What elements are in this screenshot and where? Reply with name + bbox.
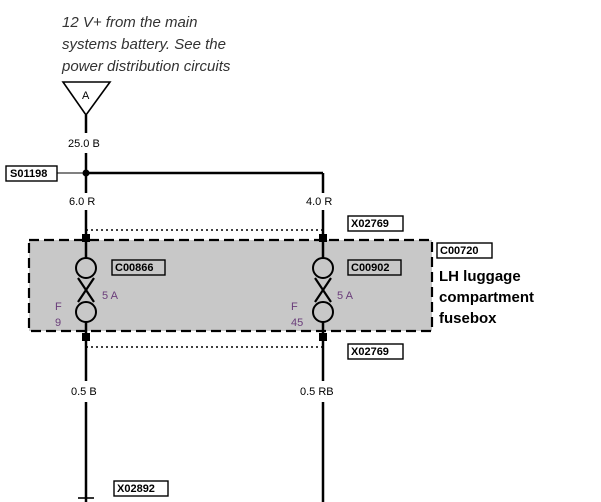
fuse-right-rating: 5 A — [337, 290, 354, 302]
fusebox-title-line-1: LH luggage — [439, 268, 521, 285]
fuse-left-prefix: F — [55, 301, 62, 313]
note-line-3: power distribution circuits — [61, 58, 231, 75]
fuse-right[interactable] — [312, 234, 334, 341]
x-bottom-tag-box — [347, 343, 404, 360]
fuse-left-bottom-circle — [75, 301, 97, 323]
fuse-right-prefix: F — [291, 301, 298, 313]
note-line-2: systems battery. See the — [62, 36, 226, 53]
fuse-right-bottom-pin — [319, 333, 327, 341]
c-left-tag: C00866 — [115, 262, 154, 274]
fuse-right-top-pin — [319, 234, 327, 242]
c-right-tag-box — [347, 259, 402, 276]
fuse-right-bottom-circle — [312, 301, 334, 323]
fuse-left[interactable] — [75, 234, 97, 341]
fuse-left-top-pin — [82, 234, 90, 242]
connector-a-triangle — [61, 81, 112, 117]
x-top-tag-box — [347, 215, 404, 232]
fuse-left-bottom-pin — [82, 333, 90, 341]
note-line-1: 12 V+ from the main — [62, 14, 197, 31]
fusebox-title-line-3: fusebox — [439, 310, 497, 327]
wire-main-label: 25.0 B — [68, 138, 100, 150]
wire-left-top-label: 6.0 R — [69, 196, 95, 208]
connector-a-label: A — [82, 90, 90, 102]
c-fusebox-tag-box — [436, 242, 493, 259]
connector-a[interactable]: A — [61, 81, 112, 117]
wire-right-bottom-label: 0.5 RB — [300, 386, 334, 398]
x-left-bottom-tag-box — [113, 480, 169, 497]
fuse-left-number: 9 — [55, 317, 61, 329]
c-left-tag-box — [111, 259, 166, 276]
wire-right-top-label: 4.0 R — [306, 196, 332, 208]
splice-tag: S01198 — [10, 168, 47, 180]
source-note: 12 V+ from the main systems battery. See… — [61, 14, 231, 75]
fuse-left-rating: 5 A — [102, 290, 119, 302]
x-left-bottom-tag: X02892 — [117, 483, 155, 495]
fuse-right-top-circle — [312, 257, 334, 279]
c-fusebox-tag: C00720 — [440, 245, 479, 257]
fuse-right-element — [314, 277, 332, 303]
x-bottom-tag: X02769 — [351, 346, 389, 358]
fuse-left-top-circle — [75, 257, 97, 279]
fuse-right-number: 45 — [291, 317, 303, 329]
wire-left-bottom-label: 0.5 B — [71, 386, 97, 398]
fusebox-title-line-2: compartment — [439, 289, 534, 306]
fuse-left-element — [77, 277, 95, 303]
c-right-tag: C00902 — [351, 262, 390, 274]
x-top-tag: X02769 — [351, 218, 389, 230]
